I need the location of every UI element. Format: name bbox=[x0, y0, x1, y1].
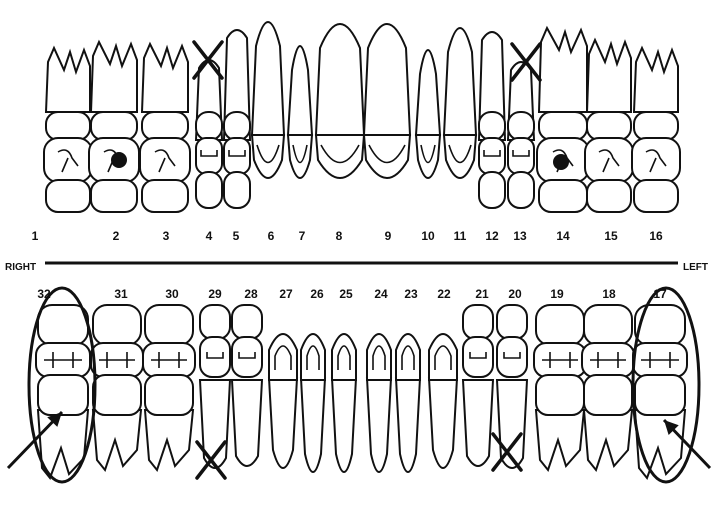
tooth-3 bbox=[140, 44, 190, 212]
tooth-22 bbox=[429, 334, 457, 468]
tooth-26 bbox=[301, 334, 325, 472]
tooth-7 bbox=[288, 46, 312, 178]
tooth-number-4: 4 bbox=[206, 229, 213, 243]
tooth-18 bbox=[582, 305, 634, 470]
upper-arch bbox=[44, 22, 680, 212]
tooth-15 bbox=[585, 40, 633, 212]
tooth-1 bbox=[44, 48, 92, 212]
tooth-number-29: 29 bbox=[208, 287, 222, 301]
tooth-number-13: 13 bbox=[513, 229, 527, 243]
tooth-number-14: 14 bbox=[556, 229, 570, 243]
tooth-21 bbox=[463, 305, 493, 466]
tooth-number-24: 24 bbox=[374, 287, 388, 301]
tooth-number-2: 2 bbox=[113, 229, 120, 243]
right-side-label: RIGHT bbox=[5, 262, 36, 273]
tooth-16 bbox=[632, 48, 680, 212]
tooth-14 bbox=[537, 28, 589, 212]
tooth-number-8: 8 bbox=[336, 229, 343, 243]
tooth-30 bbox=[143, 305, 195, 470]
tooth-number-19: 19 bbox=[550, 287, 564, 301]
tooth-number-16: 16 bbox=[649, 229, 663, 243]
tooth-11 bbox=[444, 28, 476, 178]
tooth-number-30: 30 bbox=[165, 287, 179, 301]
tooth-number-21: 21 bbox=[475, 287, 489, 301]
tooth-25 bbox=[332, 334, 356, 472]
tooth-number-28: 28 bbox=[244, 287, 258, 301]
tooth-number-9: 9 bbox=[385, 229, 392, 243]
tooth-number-15: 15 bbox=[604, 229, 618, 243]
tooth-32 bbox=[36, 305, 90, 478]
tooth-6 bbox=[252, 22, 284, 178]
tooth-28 bbox=[232, 305, 262, 466]
tooth-number-11: 11 bbox=[454, 229, 467, 243]
tooth-number-5: 5 bbox=[233, 229, 240, 243]
tooth-number-18: 18 bbox=[602, 287, 616, 301]
tooth-number-6: 6 bbox=[268, 229, 275, 243]
tooth-5 bbox=[224, 30, 250, 208]
tooth-number-25: 25 bbox=[339, 287, 353, 301]
tooth-12 bbox=[479, 32, 505, 208]
filling-mark-14 bbox=[553, 154, 569, 170]
tooth-13 bbox=[508, 62, 534, 208]
tooth-24 bbox=[367, 334, 391, 472]
lower-arch bbox=[36, 305, 687, 478]
tooth-number-20: 20 bbox=[508, 287, 522, 301]
tooth-number-12: 12 bbox=[485, 229, 499, 243]
filling-mark-2 bbox=[111, 152, 127, 168]
tooth-number-31: 31 bbox=[114, 287, 128, 301]
tooth-number-27: 27 bbox=[279, 287, 293, 301]
tooth-8 bbox=[316, 24, 364, 178]
left-side-label: LEFT bbox=[683, 262, 708, 273]
tooth-number-3: 3 bbox=[163, 229, 170, 243]
tooth-27 bbox=[269, 334, 297, 468]
tooth-2 bbox=[89, 42, 139, 212]
tooth-number-1: 1 bbox=[32, 229, 39, 243]
tooth-23 bbox=[396, 334, 420, 472]
tooth-number-26: 26 bbox=[310, 287, 324, 301]
tooth-31 bbox=[91, 305, 143, 470]
tooth-9 bbox=[364, 24, 410, 178]
tooth-number-10: 10 bbox=[421, 229, 435, 243]
tooth-number-23: 23 bbox=[404, 287, 418, 301]
tooth-number-22: 22 bbox=[437, 287, 451, 301]
tooth-10 bbox=[416, 50, 440, 178]
tooth-number-7: 7 bbox=[299, 229, 306, 243]
tooth-19 bbox=[534, 305, 586, 470]
tooth-4 bbox=[196, 60, 222, 208]
